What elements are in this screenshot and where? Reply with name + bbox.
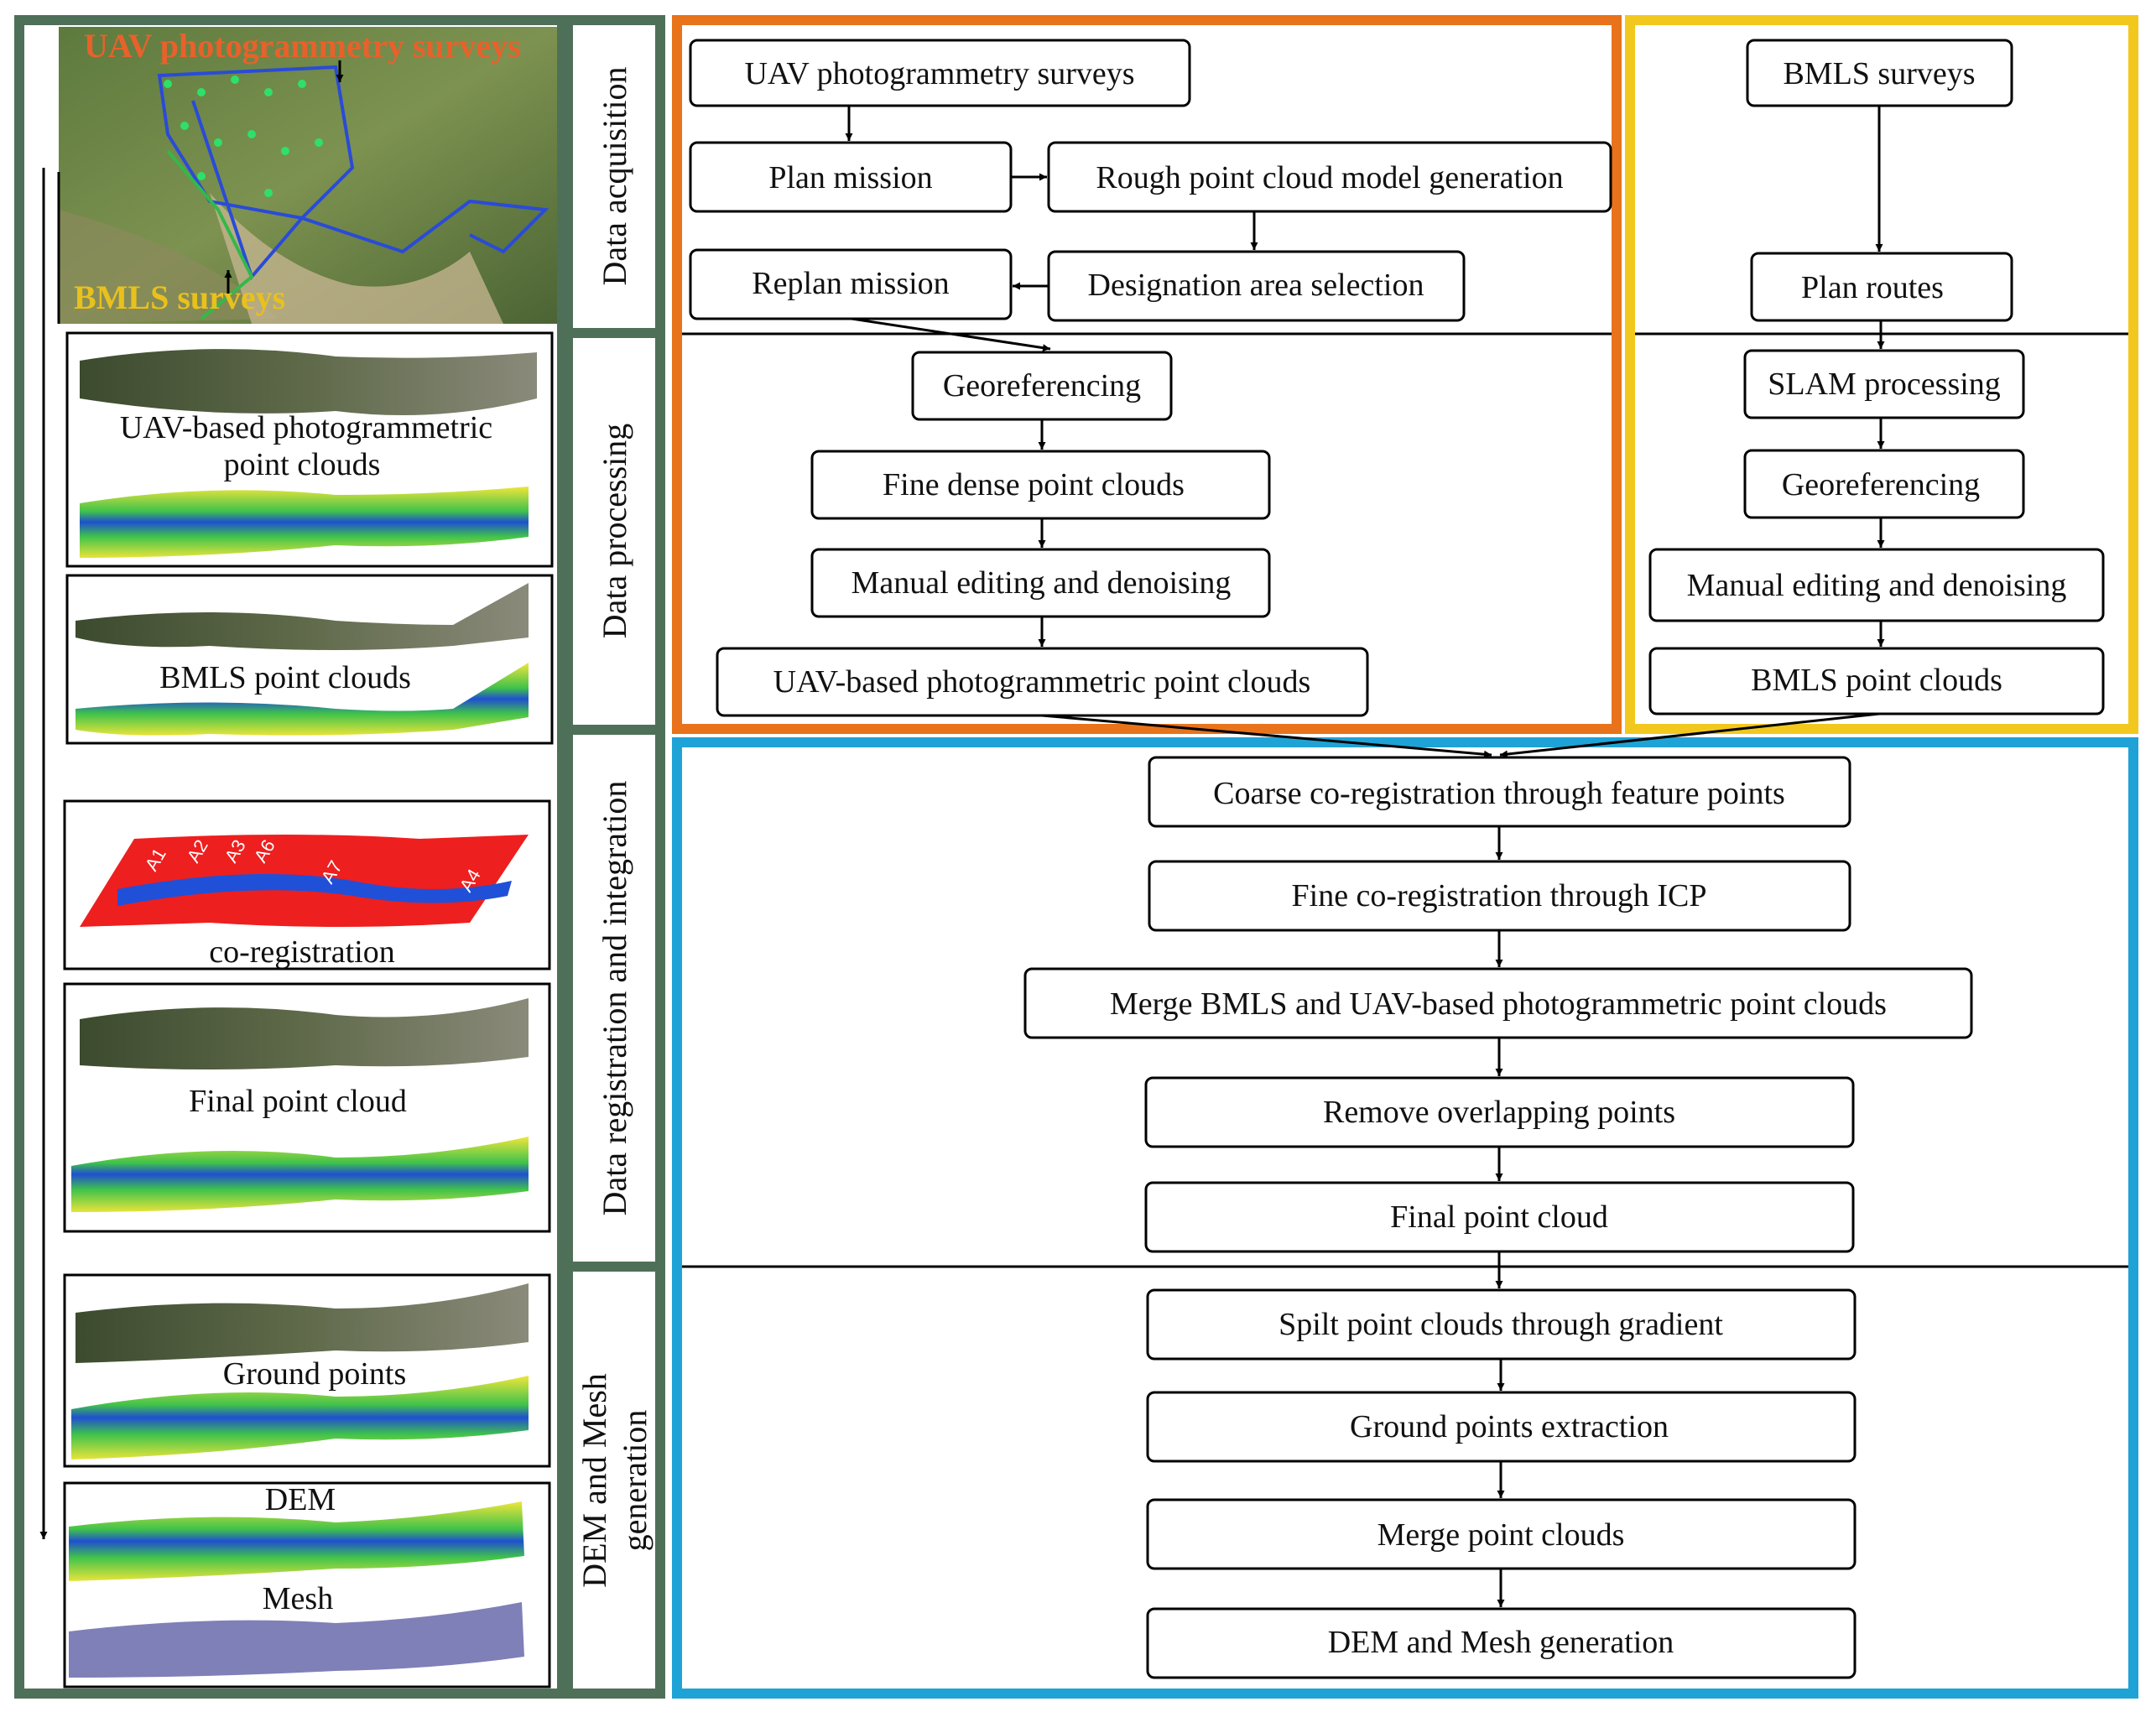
bmls-clouds-heatmap (76, 663, 529, 736)
uav-flow: UAV photogrammetry surveys Plan mission … (689, 39, 1612, 717)
uav-frame (672, 15, 1622, 734)
node-bmls-georeferencing (1743, 449, 2025, 519)
node-merge-pc-label: Merge point clouds (1377, 1517, 1625, 1553)
node-bmls-georeferencing-label: Georeferencing (1782, 467, 1980, 502)
mesh-surface (69, 1602, 524, 1678)
node-fine-label: Fine co-registration through ICP (1292, 878, 1707, 913)
node-slam-label: SLAM processing (1768, 367, 2001, 402)
ground-heatmap (71, 1376, 529, 1460)
node-plan-routes-label: Plan routes (1801, 270, 1944, 305)
bmls-frame (1625, 15, 2138, 734)
node-merge-label: Merge BMLS and UAV-based photogrammetric… (1110, 986, 1887, 1022)
node-rough-model-label: Rough point cloud model generation (1096, 160, 1563, 195)
satellite-image (57, 27, 557, 324)
node-uav-clouds-label: UAV-based photogrammetric point clouds (773, 664, 1311, 700)
stage-label-acquisition: Data acquisition (596, 66, 633, 285)
left-panel-frame (14, 15, 567, 1699)
mesh-label: Mesh (263, 1581, 333, 1616)
uav-clouds-label-line1: UAV-based photogrammetric (120, 410, 492, 445)
coreg-blue-channel (117, 874, 512, 906)
node-split-label: Spilt point clouds through gradient (1278, 1307, 1723, 1342)
ground-label: Ground points (223, 1356, 407, 1392)
node-final-label: Final point cloud (1390, 1199, 1608, 1235)
node-dem-mesh (1146, 1607, 1857, 1679)
node-ground-label: Ground points extraction (1350, 1409, 1669, 1444)
node-fine-dense-label: Fine dense point clouds (883, 467, 1185, 502)
dem-label: DEM (265, 1482, 336, 1517)
merge-flow: Coarse co-registration through feature p… (1023, 756, 1973, 1679)
node-designation-label: Designation area selection (1088, 268, 1424, 303)
node-slam (1743, 349, 2025, 419)
node-uav-georeferencing-label: Georeferencing (943, 368, 1141, 403)
node-bmls-clouds-label: BMLS point clouds (1751, 663, 2002, 698)
node-bmls-surveys-label: BMLS surveys (1783, 56, 1975, 91)
coreg-label: co-registration (209, 934, 395, 970)
uav-clouds-label-line2: point clouds (224, 447, 381, 482)
stage-label-dem-mesh-line2: generation (616, 1410, 654, 1552)
arrow-bmls-to-coarse (1499, 712, 1880, 758)
bmls-clouds-label: BMLS point clouds (159, 660, 411, 695)
node-dem-mesh-label: DEM and Mesh generation (1328, 1625, 1674, 1660)
bmls-clouds-photo (76, 583, 529, 650)
node-bmls-manual-editing-label: Manual editing and denoising (1687, 568, 2067, 603)
node-rough-model (1047, 141, 1612, 213)
merge-frame (672, 737, 2138, 1699)
node-replan-mission (689, 248, 1013, 320)
stage-label-registration: Data registration and integration (596, 781, 633, 1216)
node-bmls-manual-editing (1648, 548, 2105, 622)
node-replan-mission-label: Replan mission (752, 266, 949, 301)
uav-surveys-label: UAV photogrammetry surveys (84, 27, 521, 65)
node-coarse-label: Coarse co-registration through feature p… (1213, 776, 1785, 811)
node-uav-surveys-label: UAV photogrammetry surveys (744, 56, 1134, 91)
dem-heatmap (69, 1501, 524, 1581)
uav-clouds-heatmap (80, 487, 529, 558)
bmls-flow: BMLS surveys Plan routes SLAM processing… (1648, 39, 2105, 716)
node-uav-surveys (689, 39, 1191, 107)
uav-clouds-photo (80, 349, 537, 415)
final-cloud-heatmap (71, 1137, 529, 1212)
node-uav-manual-editing-label: Manual editing and denoising (851, 565, 1232, 601)
final-cloud-label: Final point cloud (189, 1084, 407, 1119)
node-plan-mission-label: Plan mission (768, 160, 932, 195)
ground-photo (76, 1283, 529, 1363)
node-remove-label: Remove overlapping points (1323, 1095, 1675, 1130)
bmls-surveys-label: BMLS surveys (74, 278, 285, 316)
stage-label-dem-mesh-line1: DEM and Mesh (575, 1373, 613, 1588)
stage-column-frame (563, 15, 665, 1699)
stage-label-processing: Data processing (596, 424, 633, 639)
final-cloud-photo (80, 998, 529, 1069)
arrow-uav-to-coarse (1041, 714, 1492, 758)
